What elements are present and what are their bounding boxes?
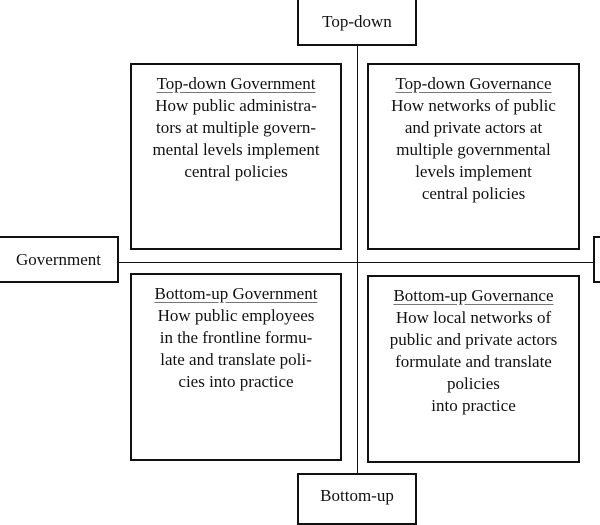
quadrant-text: How local networks of — [395, 308, 552, 327]
quadrant-text: formulate and translate — [395, 352, 552, 371]
quadrant-text: and private actors at — [404, 118, 543, 137]
vertical-axis-line — [357, 46, 358, 474]
quadrant-text: policies — [447, 374, 500, 393]
axis-top-text: Top-down — [322, 12, 392, 31]
quadrant-bottom-up-governance: Bottom-up Governance How local networks … — [367, 275, 580, 463]
quadrant-text: multiple governmental — [396, 140, 551, 159]
quadrant-text: cies into practice — [178, 372, 294, 391]
quadrant-text: How public administra- — [155, 96, 317, 115]
horizontal-axis-line — [119, 262, 593, 263]
quadrant-text: late and translate poli- — [160, 350, 312, 369]
quadrant-text: central policies — [421, 184, 526, 203]
quadrant-text: How public employees — [157, 306, 315, 325]
axis-label-bottom: Bottom-up — [297, 473, 417, 525]
quadrant-title: Bottom-up Government — [154, 284, 318, 303]
quadrant-text: public and private actors — [389, 330, 558, 349]
axis-bottom-text: Bottom-up — [320, 486, 394, 505]
quadrant-text: central policies — [184, 162, 288, 181]
quadrant-title: Top-down Government — [156, 74, 316, 93]
quadrant-text: in the frontline formu- — [159, 328, 313, 347]
quadrant-text: tors at multiple govern- — [155, 118, 317, 137]
axis-label-right — [593, 236, 600, 283]
quadrant-text: levels implement — [415, 162, 532, 181]
quadrant-bottom-up-government: Bottom-up Government How public employee… — [130, 273, 342, 461]
quadrant-title: Bottom-up Governance — [393, 286, 554, 305]
quadrant-top-down-governance: Top-down Governance How networks of publ… — [367, 63, 580, 250]
quadrant-text: How networks of public — [391, 96, 556, 115]
axis-label-left: Government — [0, 236, 119, 283]
axis-left-text: Government — [16, 249, 101, 269]
quadrant-top-down-government: Top-down Government How public administr… — [130, 63, 342, 250]
axis-label-top: Top-down — [297, 0, 417, 46]
quadrant-text: mental levels implement — [152, 140, 320, 159]
quadrant-text: into practice — [431, 396, 516, 415]
quadrant-title: Top-down Governance — [395, 74, 552, 93]
